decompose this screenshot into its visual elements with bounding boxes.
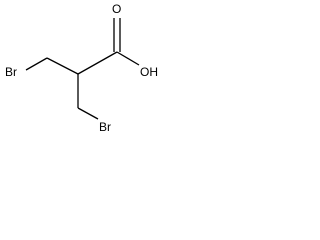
atom-label-hydroxyl: OH — [140, 65, 158, 79]
bond-ch-cooh — [77, 51, 118, 75]
bond-ch2b-br2 — [77, 107, 99, 120]
bond-c-oh — [116, 51, 140, 66]
bond-br1-ch2 — [25, 57, 48, 71]
atom-label-br2: Br — [99, 120, 111, 134]
bond-ch2-ch — [46, 57, 79, 75]
structure-diagram: Br O OH Br — [5, 2, 158, 134]
atom-label-br1: Br — [5, 65, 17, 79]
atom-label-oxygen: O — [112, 2, 121, 16]
